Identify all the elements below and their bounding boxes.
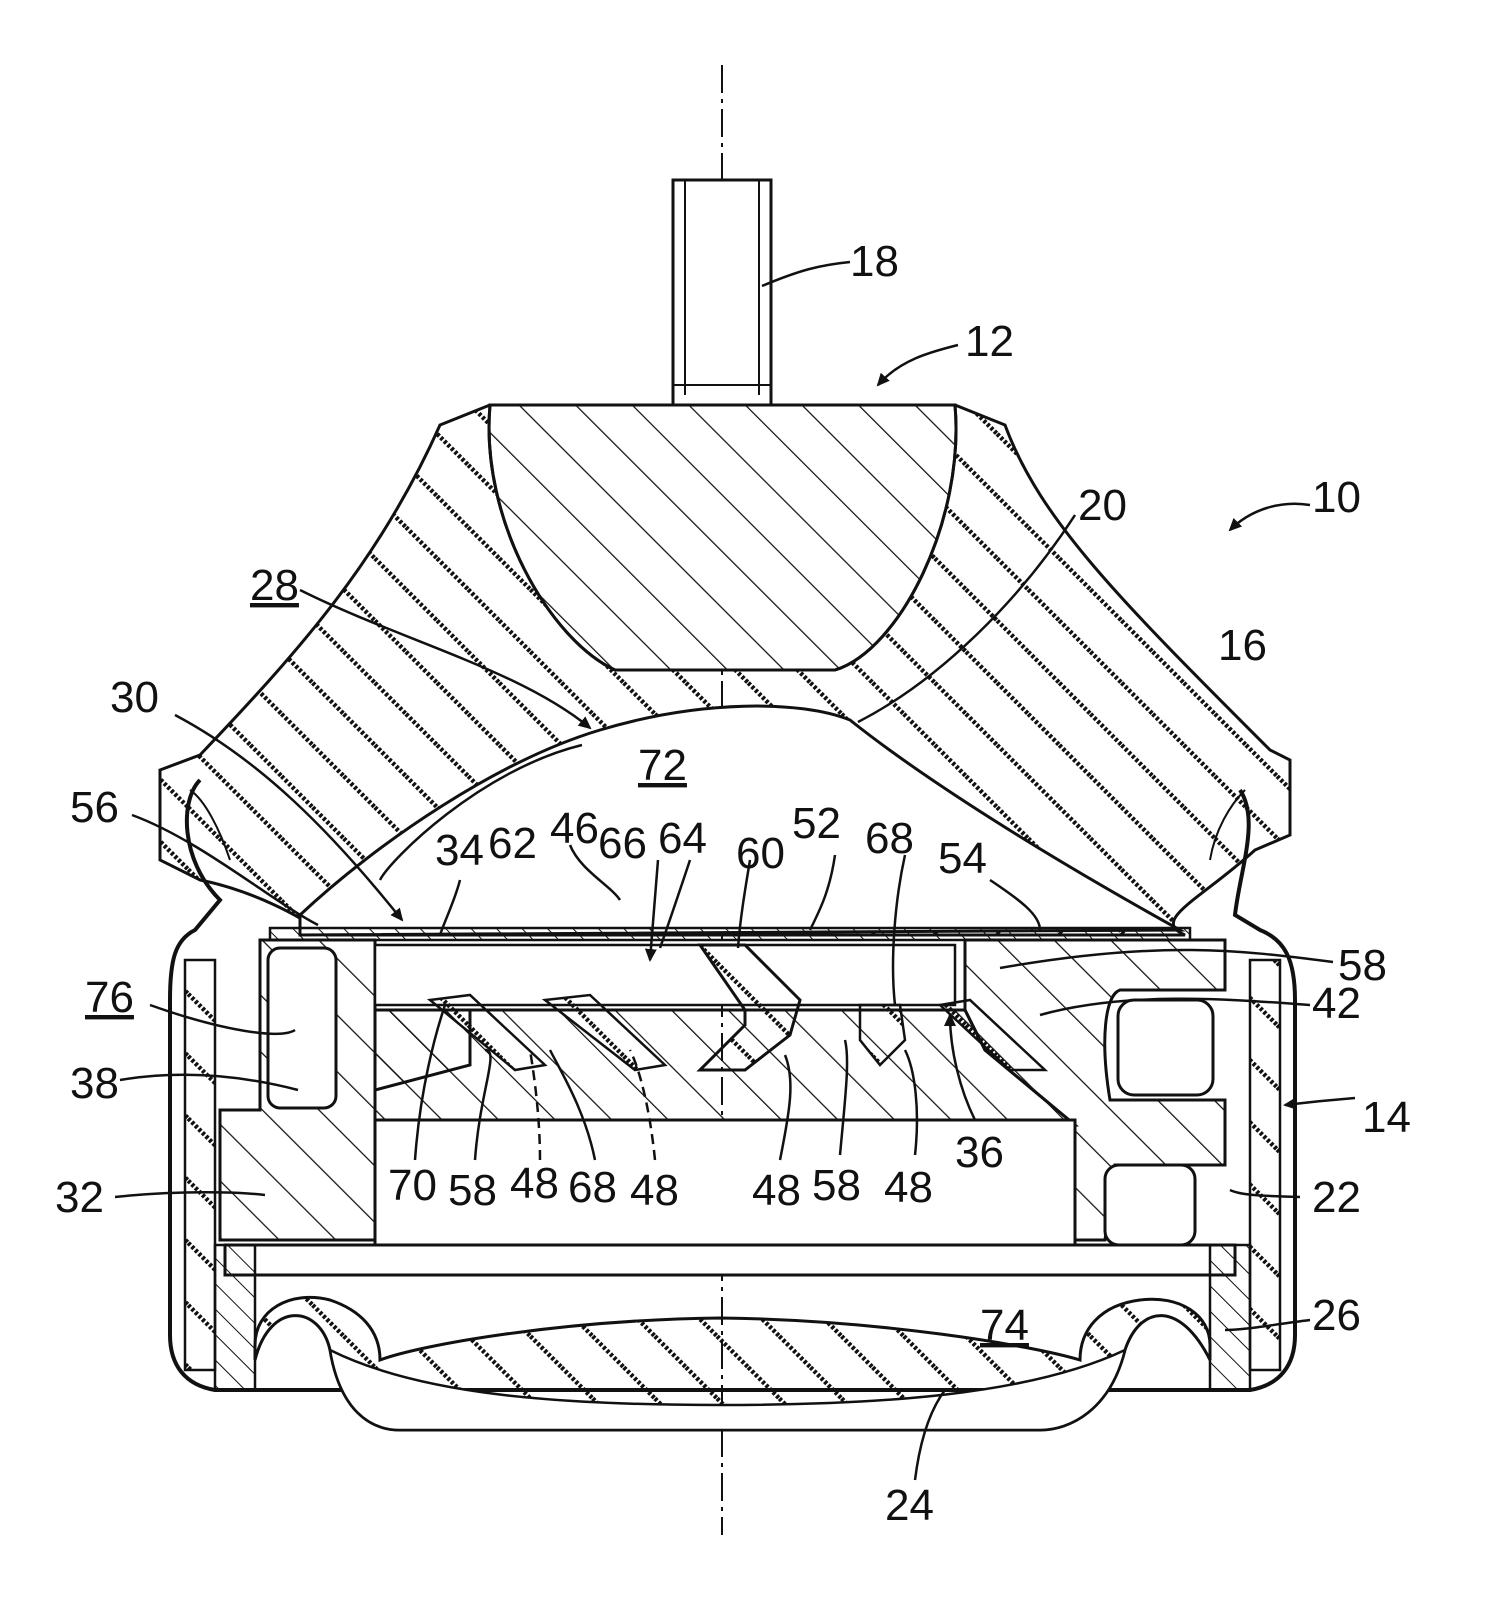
ref-label-28: 28 <box>250 561 299 610</box>
ref-label-52: 52 <box>792 799 841 848</box>
ref-label-58-mid: 58 <box>812 1161 861 1210</box>
ref-label-10: 10 <box>1312 473 1361 522</box>
ref-label-74: 74 <box>980 1301 1029 1350</box>
ref-label-48-a: 48 <box>510 1159 559 1208</box>
ref-label-20: 20 <box>1078 481 1127 530</box>
ref-label-22: 22 <box>1312 1173 1361 1222</box>
ref-label-62: 62 <box>488 819 537 868</box>
ref-label-56: 56 <box>70 783 119 832</box>
ref-label-42: 42 <box>1312 979 1361 1028</box>
stud-bolt <box>673 180 771 405</box>
cavity-76 <box>268 948 336 1108</box>
ref-label-12: 12 <box>965 317 1014 366</box>
ref-label-30: 30 <box>110 673 159 722</box>
ref-label-14: 14 <box>1362 1093 1411 1142</box>
ref-label-58-left: 58 <box>448 1166 497 1215</box>
ref-label-16: 16 <box>1218 621 1267 670</box>
ref-label-60: 60 <box>736 829 785 878</box>
ref-label-32: 32 <box>55 1173 104 1222</box>
ref-label-66: 66 <box>598 819 647 868</box>
ref-label-72: 72 <box>638 741 687 790</box>
ref-label-48-b: 48 <box>630 1166 679 1215</box>
ref-label-46: 46 <box>550 804 599 853</box>
cover-plate <box>270 928 1190 940</box>
bottom-support-ring <box>225 1245 1235 1275</box>
ref-label-64: 64 <box>658 814 707 863</box>
ref-label-76: 76 <box>85 973 134 1022</box>
ref-label-24: 24 <box>885 1481 934 1530</box>
ref-label-38: 38 <box>70 1059 119 1108</box>
ref-label-54: 54 <box>938 834 987 883</box>
ref-label-68-bottom: 68 <box>568 1163 617 1212</box>
ref-label-34: 34 <box>435 826 484 875</box>
cavity-right-upper <box>1118 1000 1213 1095</box>
cavity-right-lower <box>1105 1165 1195 1245</box>
lower-ring-right <box>1210 1245 1250 1390</box>
ref-label-26: 26 <box>1312 1291 1361 1340</box>
ref-label-48-c: 48 <box>752 1166 801 1215</box>
ref-label-68-top: 68 <box>865 814 914 863</box>
ref-label-70: 70 <box>388 1161 437 1210</box>
lower-ring-left <box>215 1245 255 1390</box>
ref-label-18: 18 <box>850 237 899 286</box>
ref-label-36: 36 <box>955 1128 1004 1177</box>
ref-label-48-d: 48 <box>884 1163 933 1212</box>
